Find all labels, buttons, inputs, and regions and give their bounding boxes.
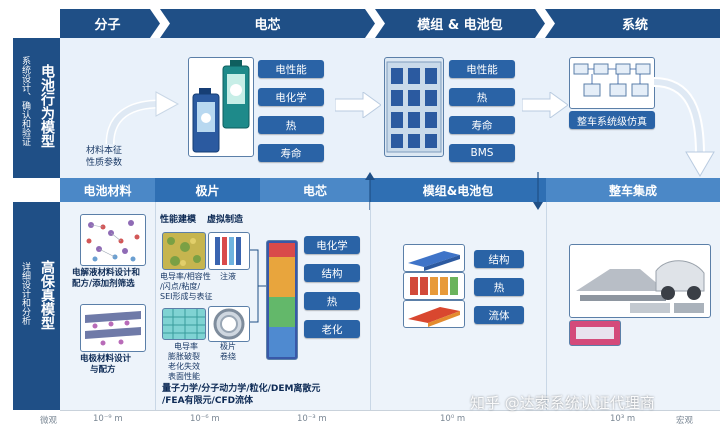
material-param-label-1: 材料本征	[86, 146, 123, 156]
vehicle-integration-image	[569, 244, 711, 318]
pack-tag-bms[interactable]: BMS	[449, 144, 515, 162]
scale-axis-line	[60, 410, 720, 411]
material-param-label-2: 性质参数	[86, 158, 123, 168]
cell-to-pack-arrow	[335, 92, 381, 118]
stage-molecule[interactable]: 分子	[94, 18, 121, 33]
scale-macro: 宏观	[676, 416, 694, 426]
perf-detail-1: 电导率/相容性	[160, 272, 211, 281]
electrolyte-design-2: 配方/添加剂筛选	[72, 279, 135, 289]
methods-line-2: /FEA有限元/CFD流体	[162, 396, 254, 406]
band-vehicle[interactable]: 整车集成	[546, 178, 720, 202]
cell-image	[188, 57, 254, 157]
hifi-pack-tag-fluid[interactable]: 流体	[474, 306, 524, 324]
system-sim-image	[569, 57, 655, 109]
band-up-down-arrows	[365, 172, 543, 210]
perf-model-label: 性能建模	[160, 215, 197, 225]
band-cell[interactable]: 电芯	[260, 178, 370, 202]
winding-image	[208, 306, 250, 342]
electrode-material-image	[80, 304, 146, 352]
electrode-design-1: 电极材料设计	[80, 354, 132, 364]
cell-tag-thermal[interactable]: 热	[258, 116, 324, 134]
behavior-model-subtitle: 系统设计、确认和验证	[20, 56, 30, 146]
mech-detail-1: 电导率	[174, 342, 198, 351]
stage-module-pack[interactable]: 模组 & 电池包	[417, 18, 503, 33]
band-module-pack[interactable]: 模组&电池包	[370, 178, 546, 202]
electrolyte-molecule-image	[80, 214, 146, 266]
electrode-design-2: 与配方	[90, 365, 116, 375]
cell-sim-image	[266, 240, 298, 360]
pack-image	[384, 57, 444, 157]
hifi-pack-tag-thermal[interactable]: 热	[474, 278, 524, 296]
electrolyte-sim-image	[162, 232, 206, 270]
scale-tick-1: 10⁻⁹ m	[93, 414, 123, 424]
electrolyte-design-1: 电解液材料设计和	[72, 268, 141, 278]
mech-detail-4: 表面性能	[168, 372, 200, 381]
pack-sim-image-2	[403, 272, 465, 300]
vehicle-module-image	[569, 320, 621, 346]
fidelity-model-sidebar: 高保真模型 详细设计和分析	[13, 202, 60, 410]
fidelity-model-subtitle: 详细设计和分析	[20, 262, 30, 325]
stage-cell[interactable]: 电芯	[254, 18, 281, 33]
hifi-cell-tag-electrochemistry[interactable]: 电化学	[304, 236, 360, 254]
cell-tag-electrochemistry[interactable]: 电化学	[258, 88, 324, 106]
pack-tag-electrical[interactable]: 电性能	[449, 60, 515, 78]
pack-tag-life[interactable]: 寿命	[449, 116, 515, 134]
mech-detail-2: 膨胀破裂	[168, 352, 200, 361]
scale-tick-3: 10⁻³ m	[297, 414, 327, 424]
band-materials[interactable]: 电池材料	[60, 178, 155, 202]
input-arrow	[105, 91, 180, 145]
perf-detail-2: /闪点/粘度/	[160, 282, 201, 291]
behavior-model-title: 电池行为模型	[39, 64, 55, 148]
virtual-mfg-label: 虚拟制造	[207, 215, 244, 225]
mech-detail-3: 老化失效	[168, 362, 200, 371]
injection-label: 注液	[220, 272, 236, 281]
scale-micro: 微观	[40, 416, 58, 426]
system-sim-label[interactable]: 整车系统级仿真	[569, 111, 655, 129]
electrode-structure-image	[162, 308, 206, 340]
system-down-arrow	[653, 77, 715, 177]
hifi-pack-tag-structure[interactable]: 结构	[474, 250, 524, 268]
behavior-model-sidebar: 电池行为模型 系统设计、确认和验证	[13, 38, 60, 178]
sheet-label: 极片	[220, 342, 236, 351]
stage-chevrons	[60, 9, 720, 38]
scale-tick-5: 10³ m	[610, 414, 636, 424]
hifi-cell-tag-structure[interactable]: 结构	[304, 264, 360, 282]
stage-system[interactable]: 系统	[621, 18, 648, 33]
winding-label: 卷绕	[220, 352, 236, 361]
cell-tag-electrical[interactable]: 电性能	[258, 60, 324, 78]
perf-detail-3: SEI形成与表征	[160, 292, 213, 301]
pack-sim-image-1	[403, 244, 465, 272]
scale-tick-2: 10⁻⁶ m	[190, 414, 220, 424]
pack-to-system-arrow	[522, 92, 568, 118]
hifi-cell-tag-aging[interactable]: 老化	[304, 320, 360, 338]
electrode-to-cell-connector	[250, 249, 266, 323]
pack-sim-image-3	[403, 300, 465, 328]
hifi-cell-tag-thermal[interactable]: 热	[304, 292, 360, 310]
band-electrode[interactable]: 极片	[155, 178, 260, 202]
watermark: 知乎 @达索系统认证代理商	[470, 394, 655, 412]
scale-tick-4: 10⁰ m	[440, 414, 466, 424]
fidelity-model-title: 高保真模型	[39, 260, 55, 330]
methods-line-1: 量子力学/分子动力学/粒化/DEM离散元	[162, 384, 321, 394]
cell-tag-life[interactable]: 寿命	[258, 144, 324, 162]
pack-tag-thermal[interactable]: 热	[449, 88, 515, 106]
injection-image	[208, 232, 250, 270]
